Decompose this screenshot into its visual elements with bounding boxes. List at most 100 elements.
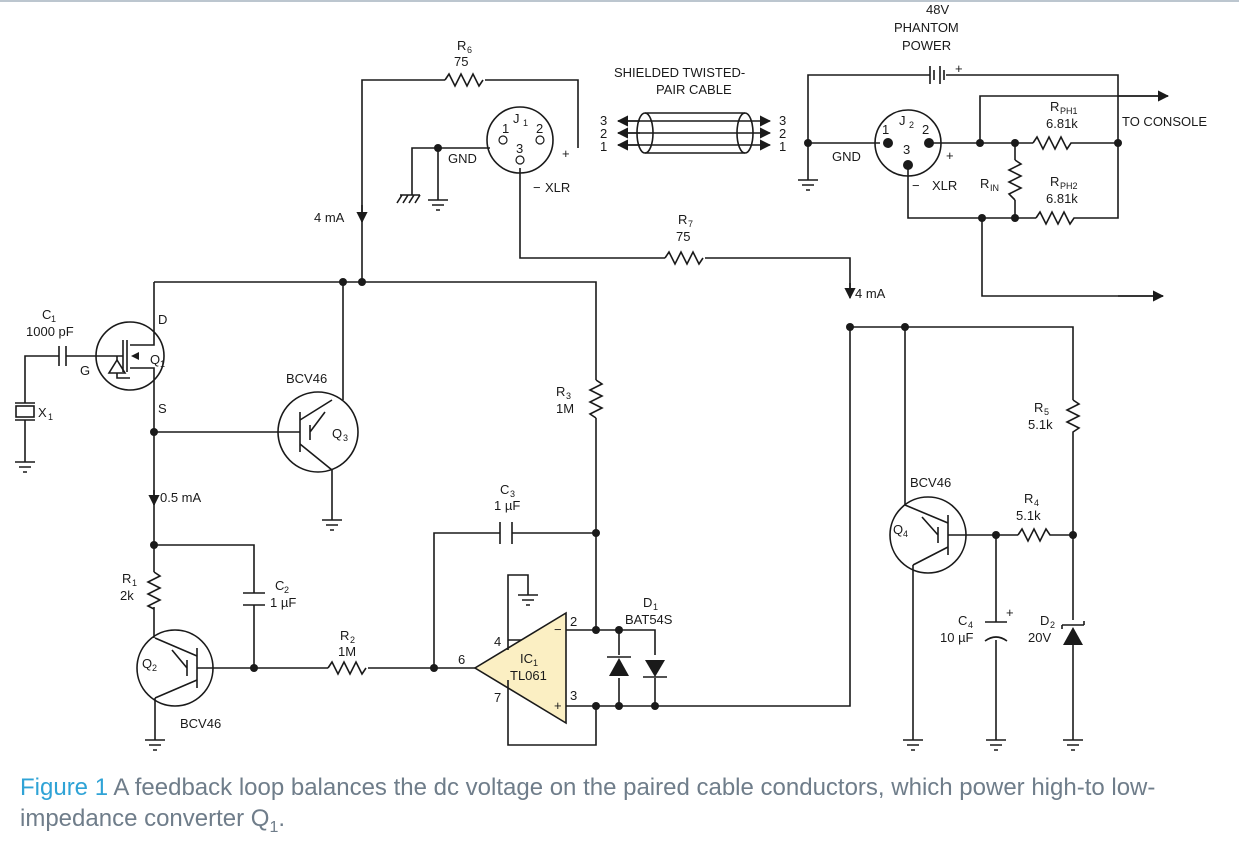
svg-text:−: − [912, 178, 920, 193]
svg-text:1 µF: 1 µF [494, 498, 520, 513]
svg-text:PH1: PH1 [1060, 106, 1078, 116]
svg-text:1 µF: 1 µF [270, 595, 296, 610]
svg-text:X: X [38, 405, 47, 420]
svg-text:BCV46: BCV46 [910, 475, 951, 490]
figure-label: Figure 1 [20, 774, 109, 801]
svg-text:POWER: POWER [902, 38, 951, 53]
svg-text:1: 1 [160, 359, 165, 369]
svg-text:2: 2 [350, 635, 355, 645]
svg-text:R: R [556, 384, 565, 399]
svg-text:2: 2 [152, 663, 157, 673]
svg-text:D: D [643, 595, 652, 610]
top-rule [0, 0, 1239, 2]
svg-text:R: R [340, 628, 349, 643]
svg-text:7: 7 [494, 690, 501, 705]
svg-text:1: 1 [51, 314, 56, 324]
ground-symbols [15, 179, 1083, 751]
svg-text:5.1k: 5.1k [1028, 417, 1053, 432]
svg-text:GND: GND [832, 149, 861, 164]
svg-text:Q: Q [332, 426, 342, 441]
svg-text:Q: Q [893, 522, 903, 537]
svg-text:R: R [1050, 174, 1059, 189]
svg-text:R: R [1024, 491, 1033, 506]
current-label-r7: 4 mA [855, 286, 886, 301]
wiring [153, 74, 1168, 746]
svg-text:5: 5 [1044, 407, 1049, 417]
svg-text:1: 1 [779, 139, 786, 154]
svg-text:TL061: TL061 [510, 668, 547, 683]
svg-text:1: 1 [48, 412, 53, 422]
svg-text:5.1k: 5.1k [1016, 508, 1041, 523]
svg-text:IC: IC [520, 651, 533, 666]
svg-text:BAT54S: BAT54S [625, 612, 673, 627]
svg-text:C: C [275, 578, 284, 593]
svg-text:3: 3 [779, 113, 786, 128]
svg-text:4: 4 [494, 634, 501, 649]
svg-text:2: 2 [284, 585, 289, 595]
current-label-r6: 4 mA [314, 210, 345, 225]
svg-text:+: + [554, 698, 562, 713]
svg-text:−: − [554, 622, 562, 637]
svg-text:7: 7 [688, 219, 693, 229]
svg-text:20V: 20V [1028, 630, 1051, 645]
svg-text:2: 2 [779, 126, 786, 141]
svg-text:GND: GND [448, 151, 477, 166]
svg-text:+: + [946, 148, 954, 163]
to-console-label: TO CONSOLE [1122, 114, 1207, 129]
svg-text:6.81k: 6.81k [1046, 116, 1078, 131]
svg-text:75: 75 [676, 229, 690, 244]
svg-text:48V: 48V [926, 2, 949, 17]
svg-text:3: 3 [516, 141, 523, 156]
svg-text:2: 2 [1050, 620, 1055, 630]
svg-text:G: G [80, 363, 90, 378]
svg-text:1: 1 [533, 658, 538, 668]
svg-text:3: 3 [566, 391, 571, 401]
svg-text:10 µF: 10 µF [940, 630, 974, 645]
svg-text:1: 1 [132, 578, 137, 588]
svg-text:1: 1 [502, 121, 509, 136]
svg-text:1: 1 [600, 139, 607, 154]
svg-text:4: 4 [968, 620, 973, 630]
svg-text:3: 3 [343, 433, 348, 443]
junction-dots [150, 139, 1122, 710]
svg-text:C: C [500, 482, 509, 497]
svg-text:C: C [958, 613, 967, 628]
svg-text:Q: Q [150, 352, 160, 367]
svg-text:1: 1 [882, 122, 889, 137]
svg-text:D: D [158, 312, 167, 327]
svg-text:1: 1 [653, 602, 658, 612]
svg-text:−: − [533, 180, 541, 195]
svg-text:3: 3 [510, 489, 515, 499]
caption-period: . [278, 805, 286, 832]
svg-text:R: R [1034, 400, 1043, 415]
svg-text:XLR: XLR [545, 180, 570, 195]
svg-text:PHANTOM: PHANTOM [894, 20, 959, 35]
svg-text:D: D [1040, 613, 1049, 628]
caption-subscript: 1 [269, 818, 279, 836]
phantom-power-battery: + 48V PHANTOM POWER [894, 2, 963, 84]
svg-text:R: R [122, 571, 131, 586]
svg-text:XLR: XLR [932, 178, 957, 193]
svg-text:6: 6 [467, 45, 472, 55]
svg-text:2: 2 [600, 126, 607, 141]
svg-text:+: + [562, 146, 570, 161]
circuit-schematic: R6 75 R7 75 R3 1M R1 2k R2 1M R4 5.1k R5… [15, 2, 1207, 751]
